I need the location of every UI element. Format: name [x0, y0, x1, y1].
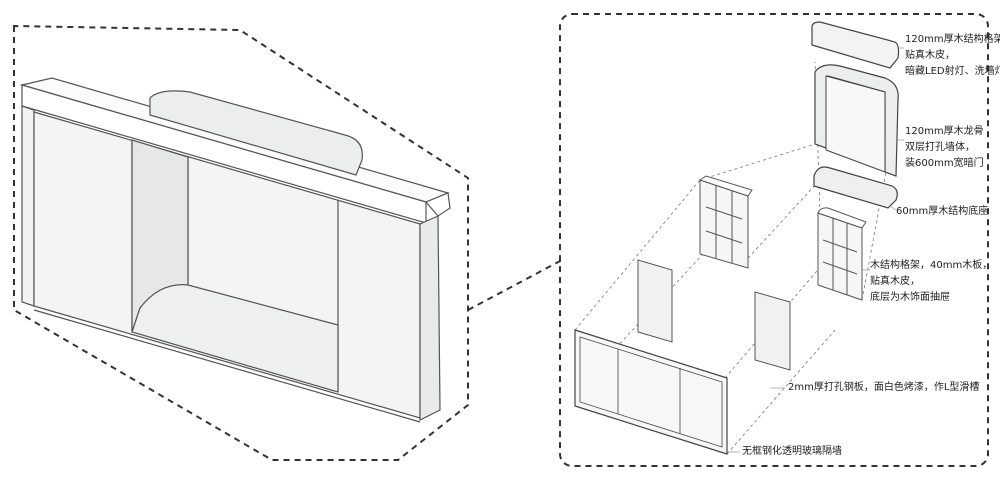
label-top-frame: 120mm厚木结构格架 贴真木皮， 暗藏LED射灯、洗墙灯 — [905, 32, 1000, 80]
label-steel-panel: 2mm厚打孔钢板，面白色烤漆，作L型滑槽 — [788, 380, 979, 396]
label-glass-line-1: 无框钢化透明玻璃隔墙 — [742, 446, 842, 457]
label-steel-panel-line-1: 2mm厚打孔钢板，面白色烤漆，作L型滑槽 — [788, 382, 980, 393]
base-part — [813, 166, 898, 209]
shelf-right-part — [817, 207, 867, 301]
frame-bottom — [33, 309, 421, 423]
label-shelf-line-1: 木结构格架，40mm木板， — [870, 260, 993, 271]
label-top-frame-line-1: 120mm厚木结构格架 — [905, 34, 1000, 45]
enlarged-booth-view — [19, 77, 451, 423]
callout-connector — [467, 259, 563, 311]
label-glass: 无框钢化透明玻璃隔墙 — [742, 444, 842, 460]
label-shelf: 木结构格架，40mm木板， 贴真木皮， 底层为木饰面抽屉 — [870, 258, 992, 306]
frame-right-side — [419, 215, 441, 421]
left-detail-callout — [13, 24, 469, 461]
label-wall-line-1: 120mm厚木龙骨 — [905, 126, 984, 137]
curved-wall-inner — [825, 75, 886, 173]
shelf-left-part — [698, 175, 753, 269]
label-base-line-1: 60mm厚木结构底座 — [896, 206, 989, 217]
label-shelf-line-2: 贴真木皮， — [870, 276, 920, 287]
label-top-frame-line-2: 贴真木皮， — [905, 50, 955, 61]
leader-lines — [727, 47, 904, 453]
frame-right-edge — [425, 192, 451, 217]
label-wall-line-2: 双层打孔墙体， — [905, 142, 975, 153]
steel-panel-right — [754, 291, 791, 371]
niche-floor — [131, 284, 339, 393]
top-frame-part — [811, 21, 900, 69]
label-wall-line-3: 装600mm宽暗门 — [905, 158, 984, 169]
label-wall: 120mm厚木龙骨 双层打孔墙体， 装600mm宽暗门 — [905, 124, 984, 172]
left-callout-border — [13, 24, 469, 461]
label-shelf-line-3: 底层为木饰面抽屉 — [870, 292, 950, 303]
label-top-frame-line-3: 暗藏LED射灯、洗墙灯 — [905, 66, 1000, 77]
steel-panel-left — [637, 259, 673, 343]
rear-curved-wall — [149, 90, 363, 176]
frame-left-post — [21, 105, 35, 307]
glass-partition-part — [574, 329, 728, 455]
label-base: 60mm厚木结构底座 — [896, 204, 988, 220]
right-exploded-callout-border — [559, 13, 989, 467]
